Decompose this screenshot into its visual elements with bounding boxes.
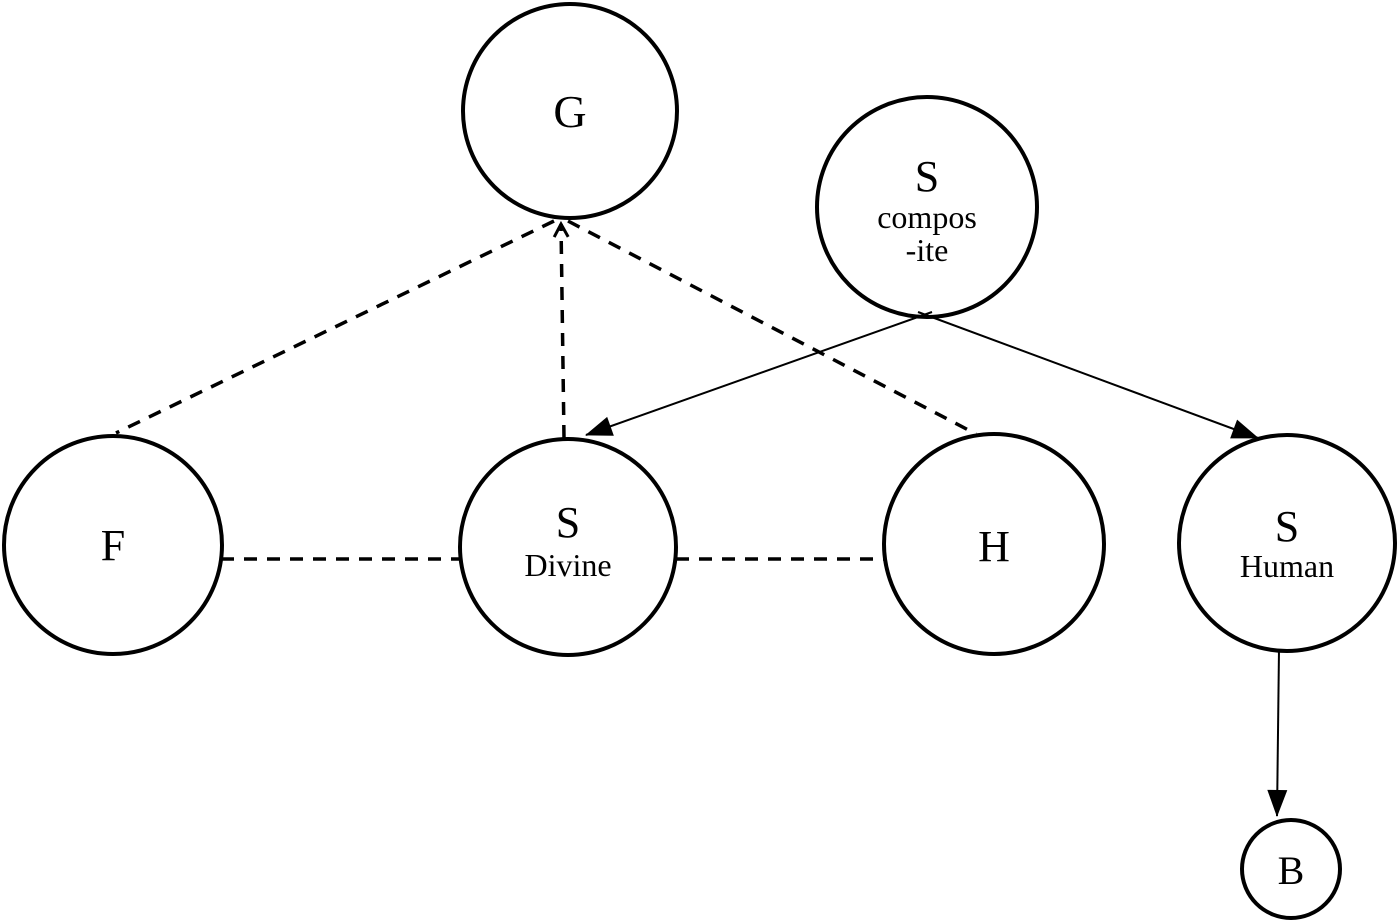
node-label-B-line-0: B — [1278, 848, 1305, 893]
node-label-S-Human-line-1: Human — [1240, 548, 1334, 584]
node-label-S-Divine-line-1: Divine — [524, 547, 611, 583]
node-H: H — [882, 432, 1106, 656]
node-label-H-line-0: H — [978, 522, 1010, 571]
node-circle-S-composite — [815, 95, 1039, 319]
node-label-S-composite-line-1: compos — [877, 199, 977, 235]
node-F: F — [2, 434, 224, 656]
edge-G-H — [567, 219, 977, 436]
node-label-G-line-0: G — [553, 86, 586, 137]
edge-G-F — [115, 219, 555, 435]
node-G: G — [461, 2, 679, 220]
node-circle-S-Human — [1177, 433, 1397, 653]
node-circle-B — [1240, 818, 1342, 920]
node-circle-H — [882, 432, 1106, 656]
node-B: B — [1240, 818, 1342, 920]
node-circle-G — [461, 2, 679, 220]
node-circle-F — [2, 434, 224, 656]
edge-SHuman-B — [1267, 648, 1288, 817]
node-label-F-line-0: F — [101, 521, 125, 570]
node-circle-S-Divine — [458, 437, 678, 657]
node-label-S-composite-line-2: -ite — [906, 232, 949, 268]
edge-SDivine-G — [552, 220, 570, 439]
node-label-S-Human-line-0: S — [1275, 502, 1299, 551]
node-label-S-Divine-line-0: S — [556, 498, 580, 547]
edge-SComposite-SDivine — [585, 311, 933, 436]
edge-SComposite-SHuman — [917, 311, 1259, 439]
node-label-S-composite-line-0: S — [915, 152, 939, 201]
edges-layer — [115, 219, 1288, 817]
